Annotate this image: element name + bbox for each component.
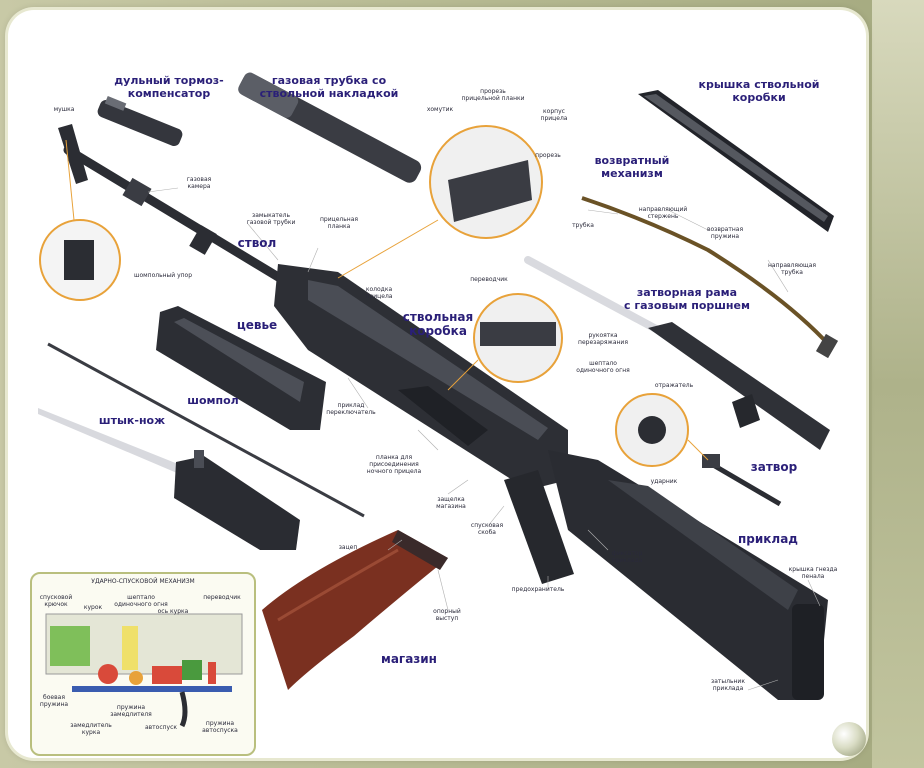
small-label-return-spring: возвратная пружина xyxy=(706,226,744,240)
bayonet-part xyxy=(38,408,300,550)
small-label-spring-note: приклад переключатель xyxy=(326,402,376,416)
label-bolt: затвор xyxy=(750,460,798,474)
small-label-body: корпус прицела xyxy=(540,108,568,122)
small-label-ramrod-stop: шомпольный упор xyxy=(133,272,193,279)
bolt-carrier-part xyxy=(524,256,830,450)
inset-label-a: спусковой крючок xyxy=(39,594,73,608)
small-label-clamp: хомутик xyxy=(426,106,454,113)
inset-label-i: пружина автоспуска xyxy=(202,720,238,734)
small-label-pusher: переводчик xyxy=(470,276,508,283)
stock-part xyxy=(548,450,828,700)
small-label-sight-leaf: прицельная планка xyxy=(320,216,358,230)
small-label-front-sight: мушка xyxy=(53,106,75,113)
small-label-trigger-hook: рукоятка перезаряжания xyxy=(578,332,628,346)
diagram-poster: дульный тормоз- компенсатор газовая труб… xyxy=(8,10,866,758)
label-cleaning-rod: шомпол xyxy=(187,394,239,407)
receiver-cover-part xyxy=(638,90,834,232)
label-muzzle-compensator: дульный тормоз- компенсатор xyxy=(114,74,224,100)
bolt-part xyxy=(702,454,782,507)
label-receiver: ствольная коробка xyxy=(402,310,474,338)
cleaning-rod-part xyxy=(47,342,365,518)
small-label-stock-screw: крышка гнезда пенала xyxy=(788,566,838,580)
label-gas-tube: газовая трубка со ствольной накладкой xyxy=(259,74,399,100)
label-bolt-carrier: затворная рама с газовым поршнем xyxy=(624,286,750,312)
inset-label-j: переводчик xyxy=(203,594,241,601)
small-label-rear-cover: планка для присоединения ночного прицела xyxy=(366,454,422,475)
small-label-slot: прорезь прицельной планки xyxy=(461,88,525,102)
label-return-mechanism: возвратный механизм xyxy=(594,154,670,180)
small-label-ejector: отражатель xyxy=(654,382,694,389)
label-forend: цевье xyxy=(236,318,278,332)
small-label-butt-plate: затыльник приклада xyxy=(711,678,745,692)
small-label-gas-tube-latch: замыкатель газовой трубки xyxy=(246,212,296,226)
inset-illustration xyxy=(45,613,243,728)
inset-label-h: автоспуск xyxy=(144,724,178,731)
bolt-callout xyxy=(615,393,709,467)
magazine-part xyxy=(262,530,448,690)
small-label-guide-sleeve: направляющая трубка xyxy=(768,262,816,276)
muzzle-compensator-part xyxy=(97,95,183,147)
receiver-part xyxy=(274,264,568,490)
label-barrel: ствол xyxy=(237,236,277,250)
small-label-rear-sight-base: колодка прицела xyxy=(365,286,393,300)
small-label-pusher-top: прорезь xyxy=(535,152,561,159)
trigger-mechanism-inset: УДАРНО-СПУСКОВОЙ МЕХАНИЗМ спусковой крюч… xyxy=(30,572,256,756)
small-label-magazine-latch: защелка магазина xyxy=(436,496,466,510)
small-label-tube: трубка xyxy=(572,222,594,229)
forend-part xyxy=(156,306,326,430)
small-label-bolt-lug: ударник xyxy=(650,478,678,485)
inset-label-e: ось курка xyxy=(157,608,189,615)
inset-label-f: замедлитель курка xyxy=(70,722,112,736)
inset-label-c: боевая пружина xyxy=(39,694,69,708)
barrel-part xyxy=(58,124,313,300)
return-mechanism-part xyxy=(581,196,839,359)
label-magazine: магазин xyxy=(381,652,437,666)
receiver-callout xyxy=(447,293,563,391)
label-bayonet: штык-нож xyxy=(98,414,166,427)
gas-tube-part xyxy=(238,72,422,183)
label-receiver-cover: крышка ствольной коробки xyxy=(698,78,820,104)
inset-title: УДАРНО-СПУСКОВОЙ МЕХАНИЗМ xyxy=(91,578,195,585)
label-stock: приклад xyxy=(737,532,798,546)
weapon-parts-illustration xyxy=(38,72,839,700)
pistol-grip-part xyxy=(504,470,574,584)
inset-label-g: пружина замедлителя xyxy=(110,704,152,718)
small-label-gas-chamber: газовая камера xyxy=(186,176,212,190)
small-label-trigger-guard: спусковая скоба xyxy=(470,522,504,536)
corner-orb-decoration xyxy=(832,722,866,756)
front-sight-callout xyxy=(39,139,121,301)
small-label-auto-sear: шептало одиночного огня xyxy=(576,360,630,374)
small-label-guide-rod: направляющий стержень xyxy=(638,206,688,220)
small-label-safety: предохранитель xyxy=(511,586,565,593)
small-label-magazine-catch-tooth: зацеп xyxy=(338,544,358,551)
background-strip xyxy=(872,0,924,768)
rear-sight-callout xyxy=(337,125,543,279)
inset-label-b: курок xyxy=(83,604,103,611)
small-label-stock-fixer: фиксатор приклада xyxy=(611,550,643,564)
small-label-mag-tooth: опорный выступ xyxy=(433,608,461,622)
inset-label-d: шептало одиночного огня xyxy=(114,594,168,608)
leader-lines xyxy=(147,187,821,691)
